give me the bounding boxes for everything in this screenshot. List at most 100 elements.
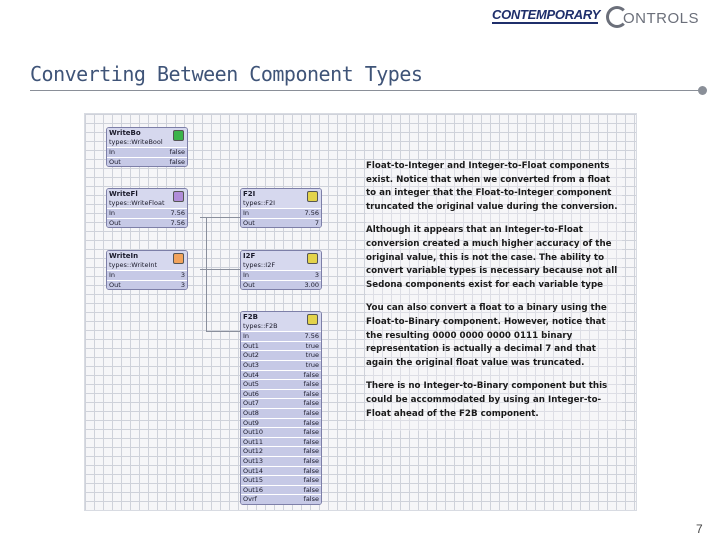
slot-value: false bbox=[303, 408, 319, 417]
slot-value: 7.56 bbox=[170, 209, 185, 218]
purple-status-icon bbox=[173, 191, 184, 202]
component-slot-row[interactable]: In false bbox=[107, 147, 187, 157]
component-slot-row[interactable]: Ovrf false bbox=[241, 494, 321, 504]
slot-value: false bbox=[169, 148, 185, 157]
note-paragraph-4: There is no Integer-to-Binary component … bbox=[366, 381, 608, 419]
component-name: I2F bbox=[243, 252, 256, 260]
component-slot-row[interactable]: Out14 false bbox=[241, 465, 321, 476]
component-slot-row[interactable]: Out13 false bbox=[241, 455, 321, 466]
component-type: types::I2F bbox=[243, 260, 276, 269]
component-slot-row[interactable]: Out10 false bbox=[241, 427, 321, 437]
slot-value: false bbox=[303, 437, 319, 446]
wiresheet-canvas bbox=[84, 113, 637, 511]
slot-label: Out12 bbox=[243, 447, 264, 456]
slot-value: true bbox=[305, 360, 319, 369]
component-slot-row[interactable]: In 7.56 bbox=[241, 331, 321, 341]
slot-label: In bbox=[109, 148, 116, 157]
slot-value: 7.56 bbox=[170, 218, 185, 227]
slot-label: Out5 bbox=[243, 380, 259, 389]
contemporary-controls-logo: CONTEMPORARY ONTROLS bbox=[490, 4, 715, 34]
slot-label: Out6 bbox=[243, 389, 259, 398]
slot-value: false bbox=[303, 428, 319, 437]
component-slot-row[interactable]: Out9 false bbox=[241, 417, 321, 428]
component-type: types::WriteBool bbox=[109, 137, 163, 146]
page-number: 7 bbox=[696, 522, 703, 536]
wire-writefloat-vertical bbox=[206, 217, 207, 331]
slot-label: In bbox=[109, 209, 116, 218]
slot-value: false bbox=[303, 456, 319, 465]
slot-value: 7.56 bbox=[304, 332, 319, 341]
title-underline bbox=[30, 90, 702, 91]
component-slot-row[interactable]: Out12 false bbox=[241, 446, 321, 456]
component-name: WriteIn bbox=[109, 252, 139, 260]
component-type: types::WriteInt bbox=[109, 260, 158, 269]
slot-label: In bbox=[243, 332, 250, 341]
yellow-status-icon bbox=[307, 191, 318, 202]
component-type: types::F2I bbox=[243, 198, 276, 207]
slot-value: 3 bbox=[180, 280, 185, 289]
component-name: F2I bbox=[243, 190, 256, 198]
slot-label: Ovrf bbox=[243, 495, 257, 504]
explanation-text: Float-to-Integer and Integer-to-Float co… bbox=[366, 160, 622, 432]
logo-wordmark-right: ONTROLS bbox=[623, 10, 700, 27]
slot-value: false bbox=[169, 157, 185, 166]
slot-label: Out2 bbox=[243, 351, 259, 360]
slot-value: 3 bbox=[180, 271, 185, 280]
slot-label: Out13 bbox=[243, 456, 264, 465]
slot-label: Out bbox=[243, 280, 255, 289]
slot-label: Out9 bbox=[243, 418, 259, 427]
slot-label: Out15 bbox=[243, 476, 264, 485]
slot-label: Out bbox=[243, 218, 255, 227]
slot-label: Out4 bbox=[243, 370, 259, 379]
wire-writefloat-f2i bbox=[200, 217, 240, 218]
yellow-status-icon bbox=[307, 253, 318, 264]
slot-label: Out10 bbox=[243, 428, 264, 437]
slot-value: 7.56 bbox=[304, 209, 319, 218]
slot-label: Out8 bbox=[243, 408, 259, 417]
slot-value: false bbox=[303, 399, 319, 408]
slot-value: false bbox=[303, 495, 319, 504]
slot-value: false bbox=[303, 418, 319, 427]
component-slot-row[interactable]: Out4 false bbox=[241, 369, 321, 380]
slide-title: Converting Between Component Types bbox=[30, 62, 423, 86]
component-slot-row[interactable]: Out8 false bbox=[241, 407, 321, 418]
component-slot-row[interactable]: In 7.56 bbox=[107, 208, 187, 218]
note-paragraph-3: You can also convert a float to a binary… bbox=[366, 303, 607, 368]
slot-value: false bbox=[303, 447, 319, 456]
component-slot-row[interactable]: Out5 false bbox=[241, 379, 321, 389]
slot-value: true bbox=[305, 341, 319, 350]
slot-label: Out14 bbox=[243, 466, 264, 475]
slot-value: false bbox=[303, 380, 319, 389]
slot-value: false bbox=[303, 370, 319, 379]
slot-value: false bbox=[303, 485, 319, 494]
slot-value: false bbox=[303, 466, 319, 475]
logo-wordmark-left: CONTEMPORARY bbox=[492, 7, 601, 24]
